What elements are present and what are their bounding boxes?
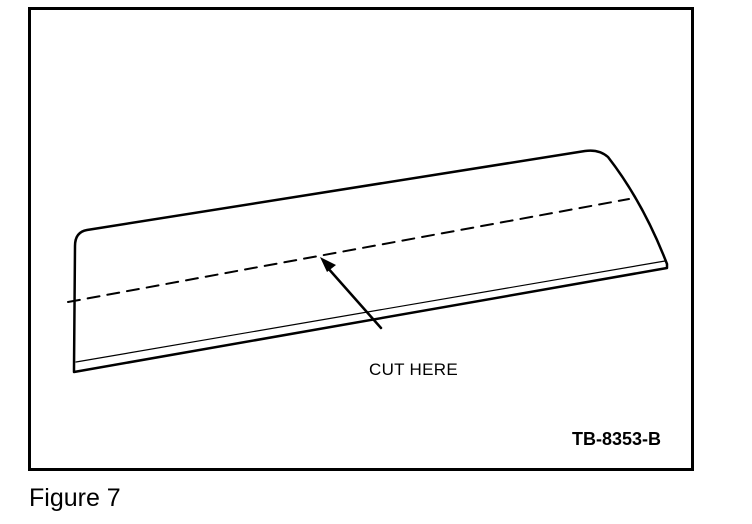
drawing-id: TB-8353-B bbox=[571, 429, 661, 449]
figure-caption: Figure 7 bbox=[29, 484, 121, 512]
cut-line bbox=[67, 198, 630, 303]
cut-here-label: CUT HERE bbox=[369, 360, 458, 379]
panel-edge-line bbox=[75, 260, 666, 363]
panel-outline bbox=[72, 149, 669, 374]
panel-illustration bbox=[67, 149, 669, 374]
figure-frame: CUT HERE TB-8353-B bbox=[28, 7, 694, 471]
leader-arrowhead bbox=[320, 257, 336, 272]
leader-line bbox=[325, 265, 383, 330]
